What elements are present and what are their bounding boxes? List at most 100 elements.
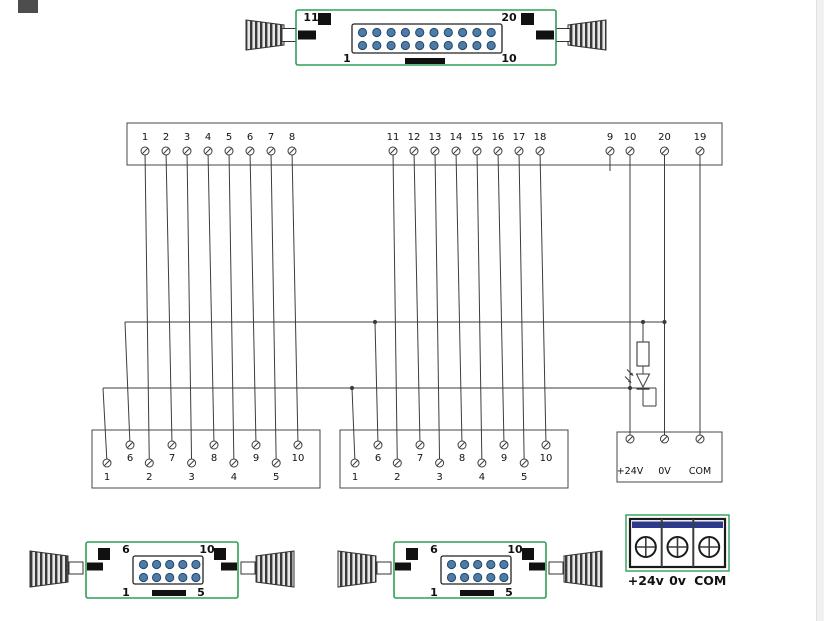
block-terminal-number: 7: [417, 453, 423, 464]
strip-terminal: [245, 146, 255, 156]
screw-slot: [661, 436, 668, 442]
block-terminal-number: 5: [273, 472, 279, 483]
cable-stub: [240, 561, 256, 575]
pin: [486, 572, 496, 583]
latch-mark: [318, 13, 331, 25]
block-terminal-number: 2: [146, 472, 152, 483]
bus-a-drop-left: [124, 321, 131, 446]
pin: [446, 559, 457, 570]
screw-slot: [459, 442, 465, 448]
block-terminal: [415, 440, 425, 450]
signal-wire: [413, 150, 421, 446]
strip-terminal: [695, 146, 705, 156]
bus-b-drop-middle: [351, 387, 356, 464]
latch-mark: [529, 562, 545, 571]
strip-terminal-number: 13: [429, 132, 442, 143]
block-terminal: [541, 440, 551, 450]
block-terminal-number: 3: [188, 472, 194, 483]
screw-slot: [627, 148, 633, 154]
led-arrowhead: [629, 372, 634, 376]
strip-terminal-number: 15: [471, 132, 484, 143]
strip-terminal-number: 8: [289, 132, 295, 143]
signal-wire: [249, 150, 257, 446]
latch-mark: [406, 548, 418, 560]
scrollbar-track[interactable]: [816, 0, 824, 621]
signal-wire: [165, 150, 173, 446]
screw-slot: [205, 148, 211, 154]
screw-slot: [184, 148, 190, 154]
strip-terminal: [161, 146, 171, 156]
screw-terminal-label: COM: [694, 573, 726, 588]
block-terminal: [144, 458, 154, 468]
pin: [357, 40, 368, 51]
block-terminal-number: 1: [352, 472, 358, 483]
block-terminal-number: 4: [231, 472, 237, 483]
pin: [400, 40, 410, 51]
block-terminal: [519, 458, 529, 468]
pin: [400, 27, 410, 38]
screw-slot: [253, 442, 259, 448]
block-terminal: [167, 440, 177, 450]
pin: [458, 27, 468, 38]
screw-slot: [169, 442, 175, 448]
power-terminal: [625, 434, 635, 444]
block-terminal-number: 1: [104, 472, 110, 483]
strip-terminal-number: 3: [184, 132, 190, 143]
screw-slot: [226, 148, 232, 154]
cable-strain-relief: [29, 550, 69, 588]
block-terminal-number: 10: [292, 453, 305, 464]
strip-terminal: [203, 146, 213, 156]
screw-slot: [394, 460, 401, 466]
power-terminal-label: COM: [689, 466, 711, 477]
pin: [386, 27, 396, 38]
pin: [386, 40, 396, 51]
block-terminal-number: 9: [501, 453, 507, 464]
screw-slot: [697, 436, 703, 442]
pin-number-label: 11: [303, 11, 318, 24]
strip-terminal: [660, 146, 669, 156]
screw-slot: [661, 148, 668, 154]
strip-terminal: [472, 146, 482, 156]
pin: [458, 40, 468, 51]
cable-strain-relief: [337, 550, 377, 588]
block-terminal: [293, 440, 303, 450]
junction-dot: [662, 319, 667, 325]
pin: [165, 559, 175, 570]
screw-slot: [417, 442, 423, 448]
cable-strain-relief: [245, 19, 285, 51]
strip-terminal-number: 1: [142, 132, 148, 143]
strip-terminal-number: 17: [513, 132, 526, 143]
junction-dot: [372, 319, 378, 325]
strip-terminal: [514, 146, 524, 156]
block-terminal: [271, 458, 281, 468]
block-terminal-number: 6: [127, 453, 133, 464]
pcb-outline: [625, 514, 730, 572]
screw-slot: [627, 436, 633, 442]
pin: [472, 40, 482, 51]
strip-terminal: [388, 146, 398, 156]
pin: [178, 559, 188, 570]
signal-wire: [434, 150, 441, 464]
power-terminal-label: +24V: [617, 466, 644, 477]
pin: [429, 27, 439, 38]
pin-number-label: 6: [122, 543, 130, 556]
pin: [460, 572, 470, 583]
pin-number-label: 1: [343, 52, 351, 65]
block-terminal: [457, 440, 467, 450]
block-terminal: [477, 458, 487, 468]
pin: [446, 572, 457, 583]
screen-corner-artifact: [18, 0, 38, 13]
strip-terminal-number: 6: [247, 132, 253, 143]
polarize-bar: [460, 590, 494, 596]
wires: [102, 150, 701, 464]
latch-mark: [536, 30, 554, 40]
strip-terminal: [430, 146, 440, 156]
bus-a-drop-middle: [374, 321, 379, 446]
strip-terminal-number: 2: [163, 132, 169, 143]
screw-slot: [268, 148, 274, 154]
latch-mark: [521, 13, 534, 25]
cable-stub: [548, 561, 564, 575]
strip-terminal: [140, 146, 150, 156]
